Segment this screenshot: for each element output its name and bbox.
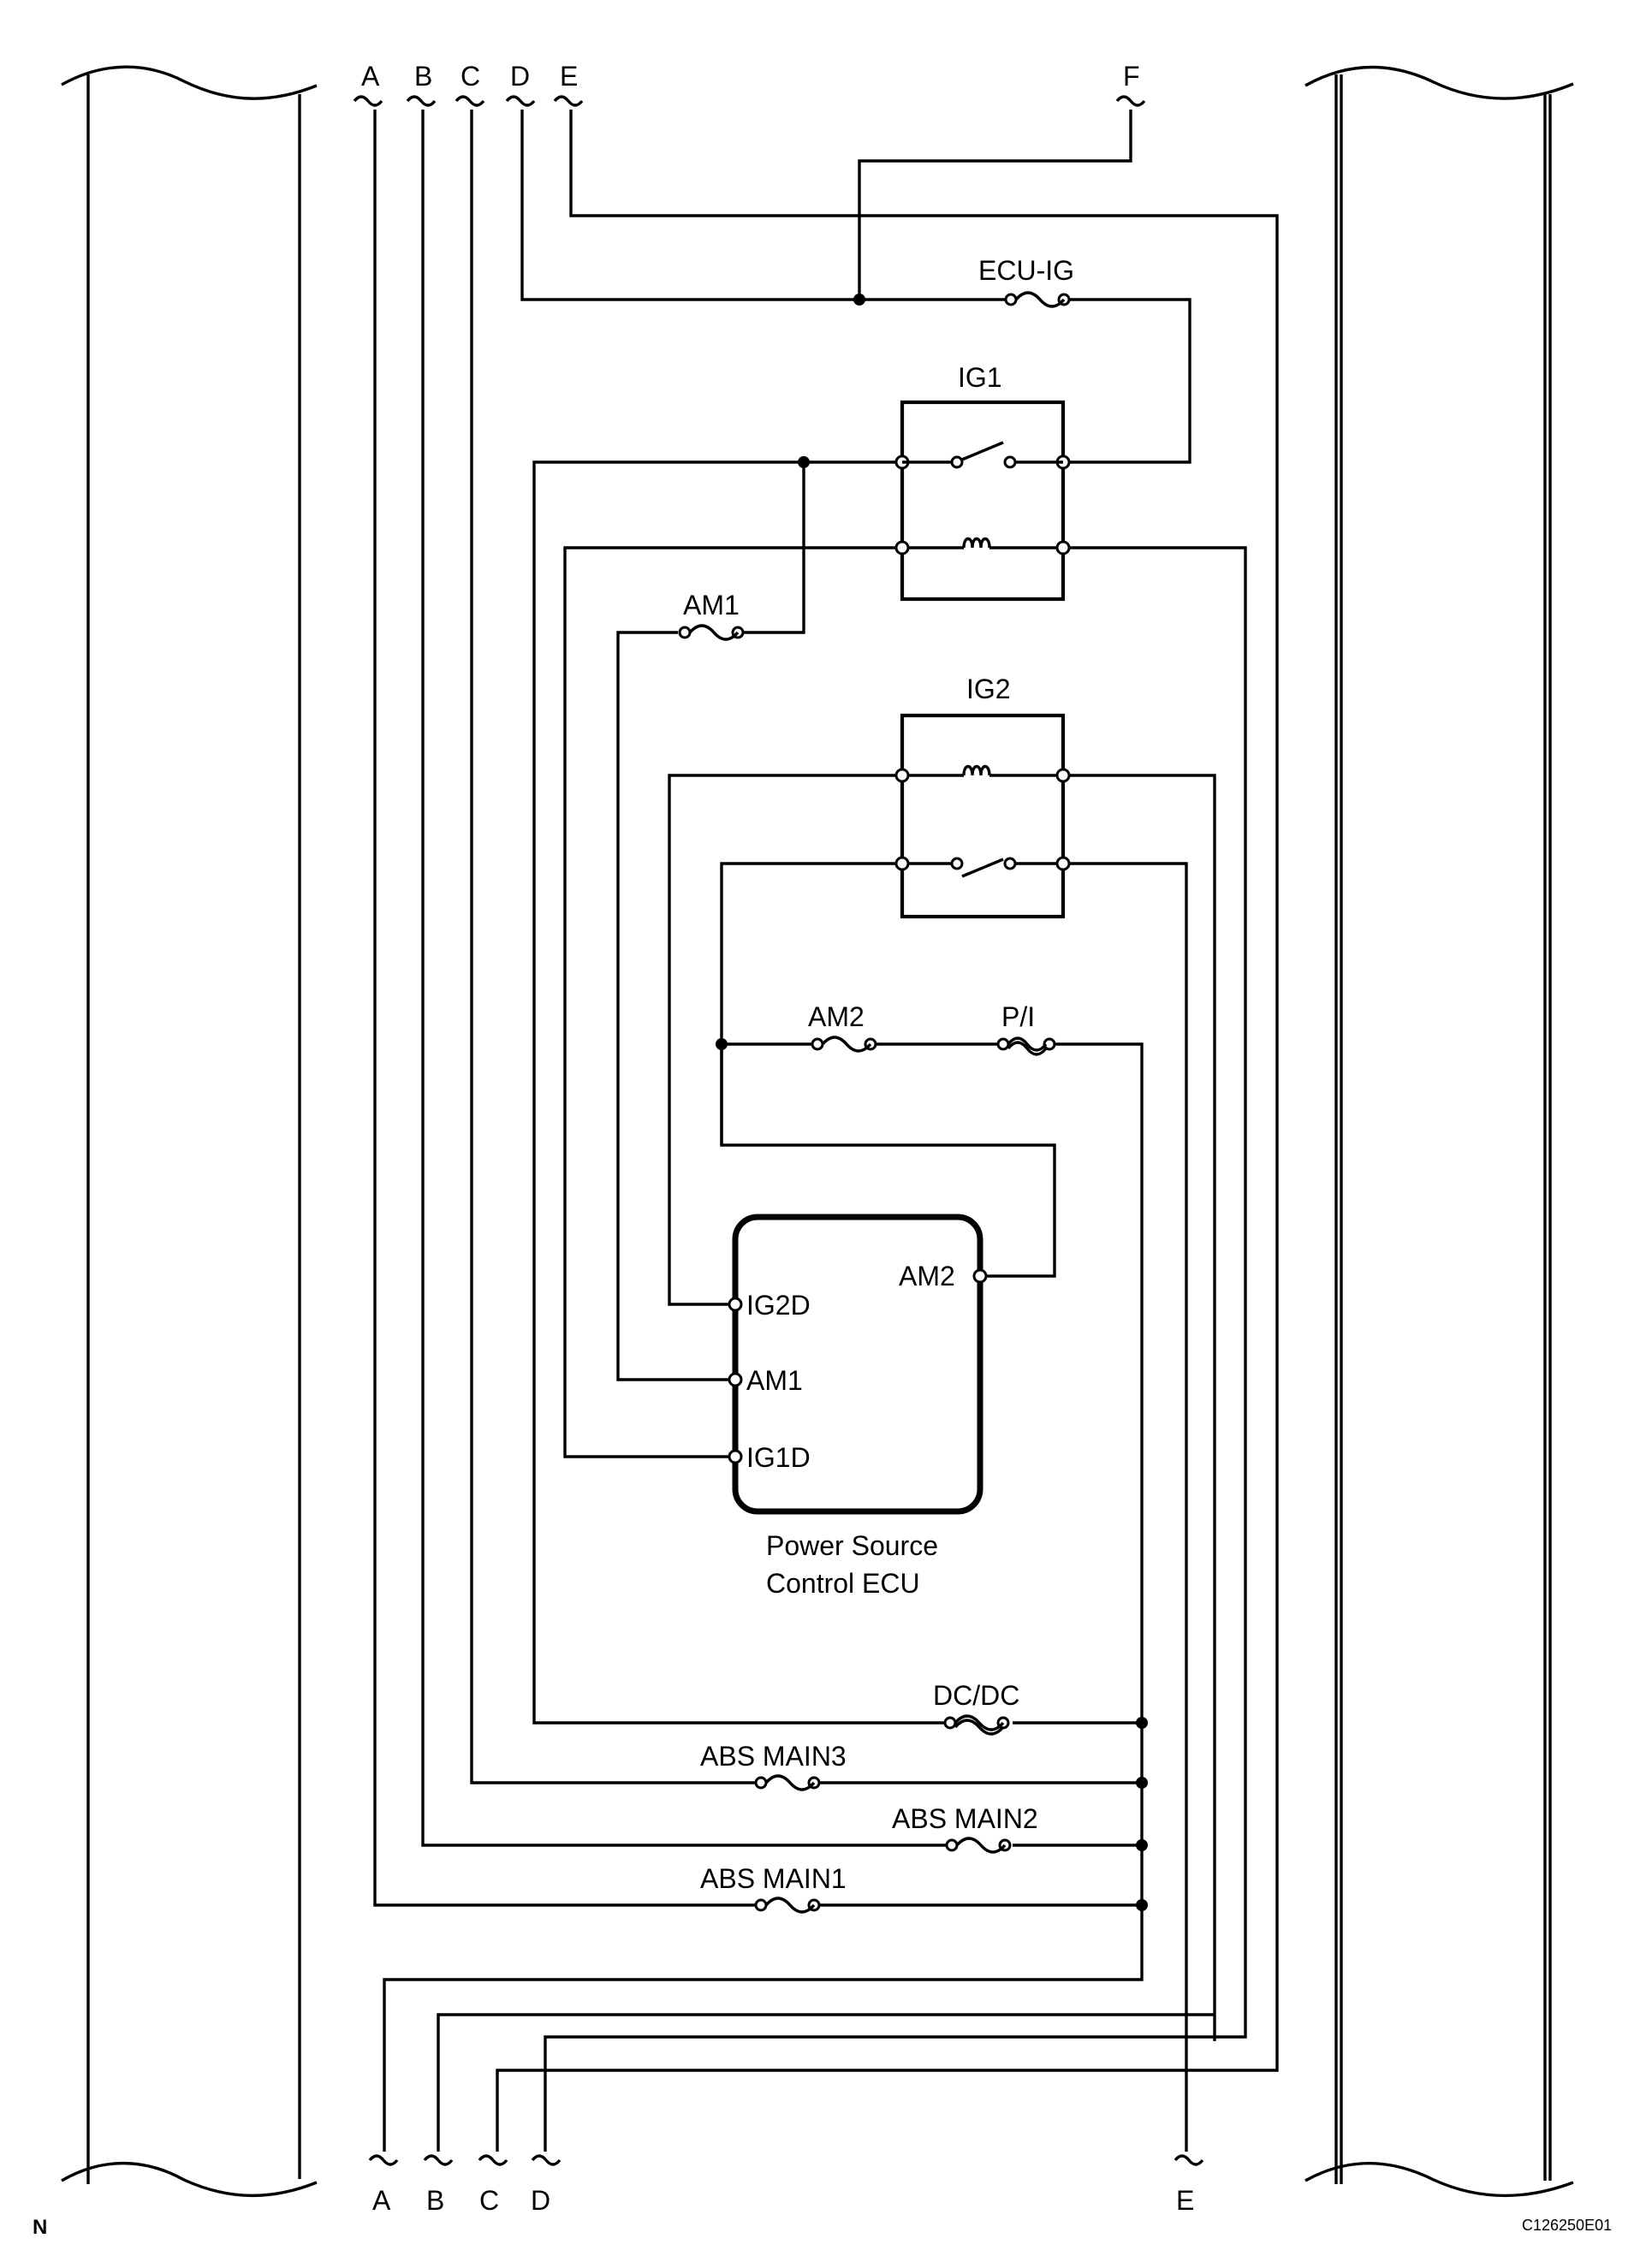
bottom-connector-d: D (531, 2185, 550, 2216)
fuse-abs-main3-label: ABS MAIN3 (700, 1741, 847, 1772)
top-connector-c: C (461, 61, 480, 92)
bottom-connector-c: C (479, 2185, 499, 2216)
fuse-am2-label: AM2 (808, 1001, 865, 1032)
fuse-abs-main1-symbol (754, 1897, 821, 1914)
junction-dots (716, 294, 1148, 1911)
bottom-connector-e: E (1176, 2185, 1194, 2216)
left-panel (61, 65, 318, 2198)
fuse-abs-main2-symbol (945, 1837, 1012, 1854)
top-connector-b: B (414, 61, 432, 92)
fuse-p-i-symbol (996, 1036, 1056, 1056)
relay-ig2 (894, 713, 1071, 919)
relay-ig2-label: IG2 (966, 674, 1011, 704)
ecu-pin-am1-label: AM1 (746, 1365, 803, 1396)
fuse-am1-label: AM1 (683, 590, 740, 620)
top-connector-f: F (1123, 61, 1140, 92)
figure-code: C126250E01 (1522, 2217, 1612, 2234)
fuse-abs-main3-symbol (754, 1774, 821, 1791)
relay-ig1-label: IG1 (958, 362, 1002, 393)
bottom-connector-b: B (426, 2185, 444, 2216)
fuse-ecu-ig-label: ECU-IG (978, 255, 1074, 286)
bottom-connector-breaks (368, 2154, 1204, 2166)
power-source-control-ecu (728, 1214, 988, 1515)
fuse-am1-symbol (678, 624, 745, 641)
top-connector-e: E (560, 61, 578, 92)
ecu-pin-ig1d-label: IG1D (746, 1442, 811, 1473)
top-connector-a: A (361, 61, 380, 92)
top-connector-breaks (353, 95, 1146, 107)
ecu-pin-ig2d-label: IG2D (746, 1290, 811, 1321)
ecu-name-line1: Power Source (766, 1530, 938, 1561)
labels: A B C D E F A B C D E ECU-IG IG1 AM1 IG2… (33, 61, 1612, 2239)
fuse-ecu-ig-symbol (1004, 291, 1071, 308)
corner-letter: N (33, 2216, 47, 2239)
fuse-am2-symbol (811, 1036, 877, 1053)
top-connector-d: D (510, 61, 530, 92)
wires (373, 110, 1279, 2152)
right-panel (1304, 65, 1574, 2198)
relay-ig1 (894, 400, 1071, 602)
fuse-abs-main1-label: ABS MAIN1 (700, 1863, 847, 1894)
fuse-dc-dc-label: DC/DC (933, 1680, 1019, 1711)
ecu-name-line2: Control ECU (766, 1568, 920, 1599)
ecu-pin-am2-label: AM2 (899, 1261, 955, 1291)
fuse-abs-main2-label: ABS MAIN2 (892, 1803, 1038, 1834)
bottom-connector-a: A (372, 2185, 391, 2216)
fuse-dc-dc-symbol (943, 1714, 1010, 1736)
fuse-p-i-label: P/I (1001, 1001, 1035, 1032)
